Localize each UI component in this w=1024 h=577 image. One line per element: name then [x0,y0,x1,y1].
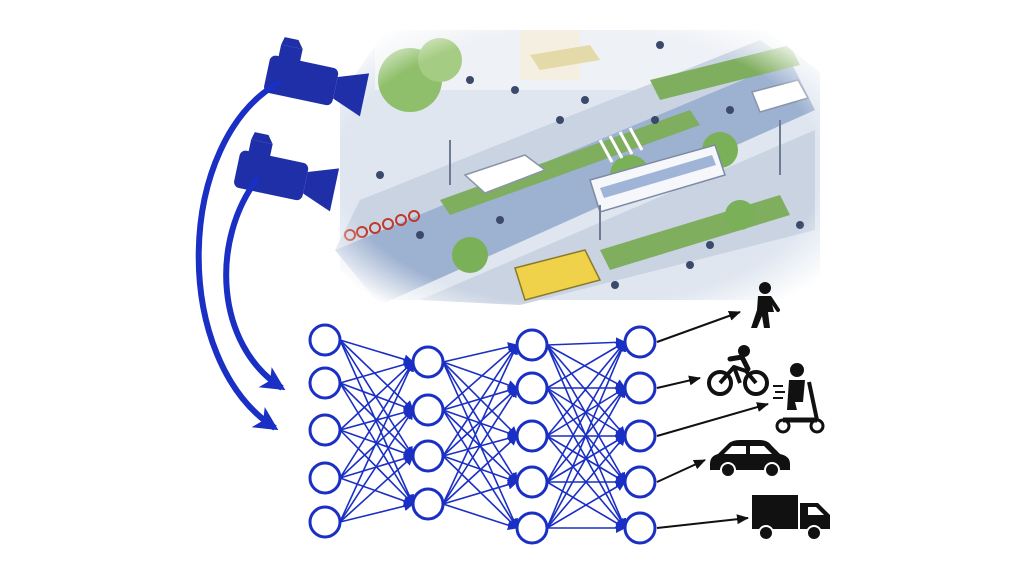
network-edge [442,435,518,505]
output-classes [707,282,830,541]
network-node [623,419,657,453]
network-edge [442,455,518,529]
network-edge [546,344,626,389]
truck-icon [752,495,830,541]
network-edge [339,409,414,523]
network-node [623,465,657,499]
network-edge [546,341,626,389]
network-edge [339,339,414,505]
network-edge [442,387,518,457]
network-edge [442,344,518,457]
network-edge [339,361,414,431]
bicycle-icon [707,345,769,396]
street-scene [330,25,830,310]
network-edge [339,339,414,365]
output-arrow [656,402,769,437]
network-edge [442,344,518,505]
output-arrows [656,311,769,529]
network-node [411,487,445,521]
network-edge [546,341,626,483]
network-edge [339,361,414,523]
network-node [623,325,657,359]
network-edge [339,477,414,506]
network-edge [339,339,414,411]
neural-network [308,323,657,545]
network-node [411,393,445,427]
network-node [308,461,342,495]
network-node [515,371,549,405]
network-edge [546,481,626,529]
network-edge [442,385,518,411]
network-node [515,419,549,453]
network-edge [339,359,414,384]
network-node [308,323,342,357]
network-edge [442,479,518,505]
network-edge [546,337,626,348]
network-node [623,511,657,545]
network-node [411,345,445,379]
network-edge [546,341,626,437]
network-edge [339,455,414,523]
camera-feed-arrow-outer [195,79,282,431]
network-edge [546,344,626,437]
network-node [411,439,445,473]
network-edge [339,361,414,479]
network-connections [339,337,627,533]
network-edge [339,339,414,457]
output-arrow [656,514,749,529]
pedestrian-icon [751,282,780,328]
network-edge [339,501,414,523]
network-node [308,366,342,400]
network-node [623,371,657,405]
output-arrow [656,375,701,389]
video-camera-icon [264,37,370,117]
network-node [308,505,342,539]
camera-top [264,37,370,117]
network-edge [442,342,518,363]
output-arrow [656,459,706,483]
camera-bottom [234,132,340,212]
network-edge [546,341,627,529]
video-camera-icon [234,132,340,212]
output-arrow [656,311,741,343]
network-edge [442,344,518,411]
network-edge [442,387,518,505]
network-node [515,328,549,362]
network-node [515,465,549,499]
camera-feed-arrow-inner [223,176,286,391]
network-node [515,511,549,545]
network-edge [546,387,626,529]
car-icon [710,440,790,478]
network-node [308,413,342,447]
network-edge [339,409,414,479]
network-edge [546,435,626,529]
scooter-icon [773,363,825,434]
network-edge [442,361,518,390]
network-edge [442,503,518,530]
